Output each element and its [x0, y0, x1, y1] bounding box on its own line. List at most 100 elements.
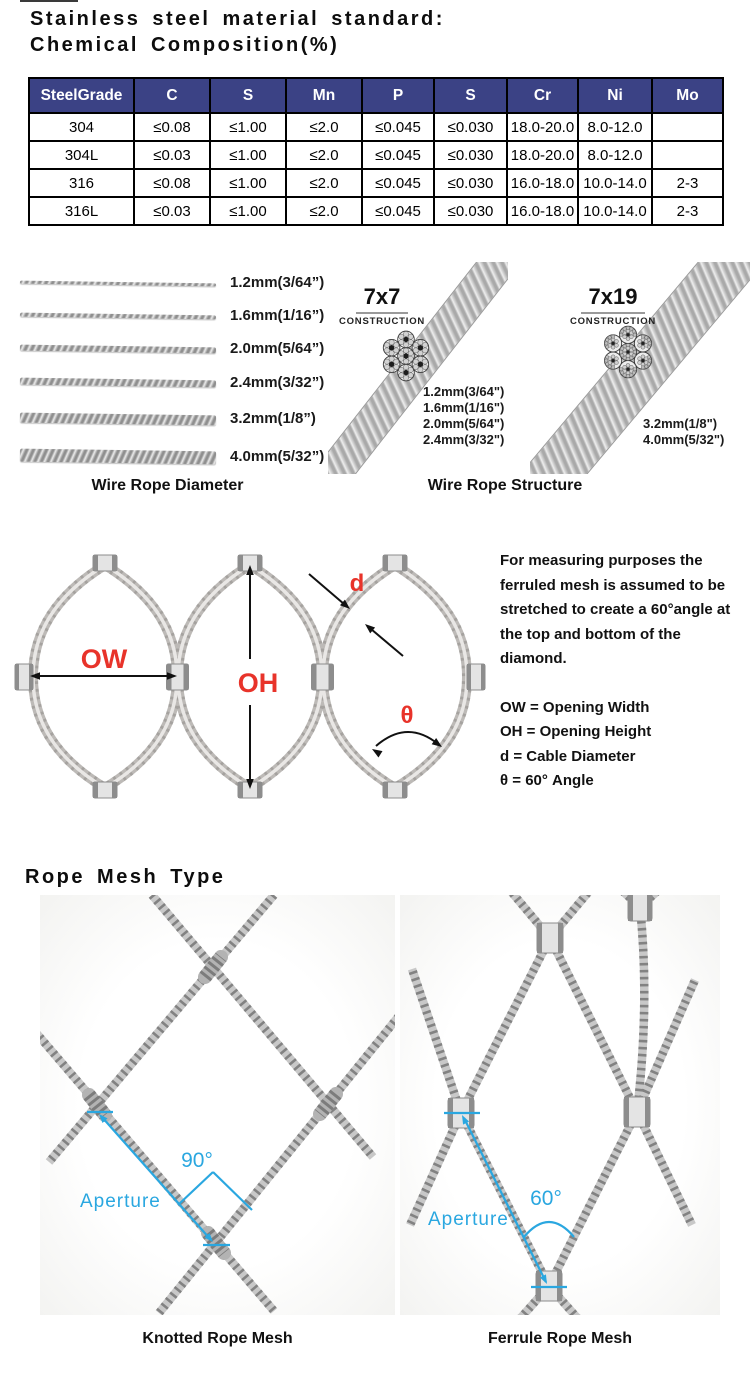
table-cell: ≤2.0 — [285, 140, 363, 170]
wire-rope-sample — [19, 312, 217, 320]
table-cell: ≤0.045 — [361, 112, 435, 142]
page-subtitle: Chemical Composition(%) — [30, 34, 340, 56]
construction-subtitle: CONSTRUCTION — [338, 316, 426, 327]
ferrule-clips — [447, 892, 653, 1302]
d-label: d — [350, 570, 365, 597]
construction-name: 7x7 — [355, 284, 409, 314]
wire-rope-sample — [19, 412, 217, 426]
table-cell: ≤1.00 — [209, 112, 287, 142]
size-item: 1.2mm(3/64") — [423, 384, 505, 399]
table-cell: ≤0.045 — [361, 196, 435, 226]
cross-section-7x7-icon — [382, 330, 430, 382]
knotted-annotations: 90° Aperture — [80, 1110, 253, 1247]
ferrule-annotations: 60° Aperture — [428, 1111, 575, 1289]
definition-item: θ = 60° Angle — [500, 771, 594, 789]
measuring-paragraph: For measuring purposes the ferruled mesh… — [500, 552, 731, 668]
table-header-row: SteelGrade C S Mn P S Cr Ni Mo — [28, 77, 724, 114]
table-header-cell: Mo — [651, 77, 724, 114]
table-cell: ≤1.00 — [209, 196, 287, 226]
page-title: Stainless steel material standard: — [30, 8, 445, 30]
table-header-cell: Ni — [577, 77, 653, 114]
structure-caption: Wire Rope Structure — [427, 477, 583, 494]
table-cell: ≤0.03 — [133, 140, 211, 170]
construction-name: 7x19 — [580, 284, 646, 314]
definition-item: d = Cable Diameter — [500, 747, 636, 765]
construction-7x19-title: 7x19 CONSTRUCTION — [558, 284, 668, 327]
construction-subtitle: CONSTRUCTION — [569, 316, 657, 327]
table-cell: 8.0-12.0 — [577, 112, 653, 142]
page-edge-artifact — [20, 0, 78, 2]
construction-7x7-title: 7x7 CONSTRUCTION — [330, 284, 434, 327]
table-cell: 2-3 — [651, 196, 724, 226]
ferrule-mesh-photo: 60° Aperture — [400, 871, 720, 1333]
table-cell: 10.0-14.0 — [577, 168, 653, 198]
table-cell: 316 — [28, 168, 135, 198]
knotted-mesh-photo: 90° Aperture — [22, 892, 407, 1316]
construction-7x7: 7x7 CONSTRUCTION — [328, 262, 508, 474]
table-header-cell: C — [133, 77, 211, 114]
definition-item: OH = Opening Height — [500, 723, 652, 741]
table-cell: 10.0-14.0 — [577, 196, 653, 226]
knotted-aperture-label: Aperture — [80, 1191, 161, 1212]
table-header-cell: Mn — [285, 77, 363, 114]
table-cell: 2-3 — [651, 168, 724, 198]
wire-rope-sample — [19, 377, 217, 388]
table-cell: ≤2.0 — [285, 112, 363, 142]
ferrule-aperture-label: Aperture — [428, 1209, 509, 1230]
wire-rope-size-label: 1.2mm(3/64”) — [230, 274, 325, 291]
ferrule-mesh-graphic: 60° Aperture — [406, 871, 699, 1333]
construction-7x19: 7x19 CONSTRUCTION — [530, 262, 750, 474]
table-cell: ≤0.030 — [433, 168, 508, 198]
theta-annotation: θ — [372, 702, 442, 758]
table-cell: ≤0.045 — [361, 168, 435, 198]
knotted-angle-label: 90° — [181, 1149, 213, 1172]
table-cell: 316L — [28, 196, 135, 226]
cross-section-7x19-icon — [604, 325, 652, 379]
size-item: 2.4mm(3/32") — [423, 432, 505, 447]
table-cell: 16.0-18.0 — [506, 168, 579, 198]
table-cell: ≤2.0 — [285, 168, 363, 198]
table-cell: ≤0.08 — [133, 168, 211, 198]
table-header-cell: S — [433, 77, 508, 114]
table-cell: 18.0-20.0 — [506, 140, 579, 170]
definition-item: OW = Opening Width — [500, 699, 650, 716]
table-cell: ≤0.030 — [433, 196, 508, 226]
table-header-cell: SteelGrade — [28, 77, 135, 114]
ferrule-angle-label: 60° — [530, 1187, 562, 1210]
table-cell: ≤0.030 — [433, 112, 508, 142]
table-header-cell: S — [209, 77, 287, 114]
table-cell: ≤2.0 — [285, 196, 363, 226]
wire-rope-sample — [19, 448, 217, 465]
cable-diameter-annotation: d — [308, 570, 404, 657]
ferrule-mesh-caption: Ferrule Rope Mesh — [487, 1330, 633, 1347]
table-cell — [651, 140, 724, 170]
oh-label: OH — [238, 668, 279, 698]
table-header-cell: Cr — [506, 77, 579, 114]
oh-annotation: OH — [238, 565, 279, 789]
size-item: 4.0mm(5/32") — [643, 432, 725, 447]
definitions-list: OW = Opening Width OH = Opening Height d… — [500, 696, 651, 793]
table-cell: ≤0.030 — [433, 140, 508, 170]
table-cell: 304L — [28, 140, 135, 170]
table-cell: 18.0-20.0 — [506, 112, 579, 142]
table-cell: 304 — [28, 112, 135, 142]
wire-rope-size-label: 4.0mm(5/32”) — [230, 448, 325, 465]
wire-rope-sample — [19, 344, 217, 353]
sizes-7x19: 3.2mm(1/8") 4.0mm(5/32") — [643, 416, 724, 448]
ow-label: OW — [81, 644, 128, 674]
wire-rope-size-label: 3.2mm(1/8”) — [230, 410, 316, 427]
table-cell: 8.0-12.0 — [577, 140, 653, 170]
ow-annotation: OW — [30, 644, 177, 680]
table-cell: ≤0.045 — [361, 140, 435, 170]
mesh-measure-diagram: OW OH d θ — [14, 554, 486, 799]
wire-rope-size-label: 1.6mm(1/16”) — [230, 307, 325, 324]
table-row: 316 ≤0.08 ≤1.00 ≤2.0 ≤0.045 ≤0.030 16.0-… — [28, 168, 724, 198]
wire-rope-size-label: 2.0mm(5/64”) — [230, 340, 325, 357]
knotted-mesh-caption: Knotted Rope Mesh — [142, 1330, 293, 1347]
table-cell: 16.0-18.0 — [506, 196, 579, 226]
wire-rope-size-label: 2.4mm(3/32”) — [230, 374, 325, 391]
chemical-composition-table: SteelGrade C S Mn P S Cr Ni Mo 304 ≤0.08… — [28, 77, 724, 226]
rope-knots — [82, 950, 343, 1260]
strand-cluster — [604, 325, 652, 379]
